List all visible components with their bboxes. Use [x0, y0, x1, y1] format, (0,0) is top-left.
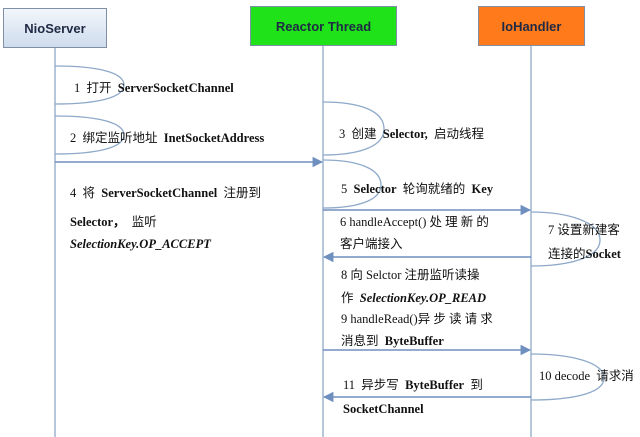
step-7-label-line-1: 7 设置新建客 — [548, 223, 620, 237]
step-4-label-line-2: Selector， 监听 — [70, 215, 157, 229]
step-5-label: 5 Selector 轮询就绪的 Key — [341, 182, 494, 196]
step-3-label: 3 创建 Selector, 启动线程 — [339, 127, 485, 141]
step-9-label-line-2: 消息到 ByteBuffer — [341, 334, 444, 348]
step-8-label-line-2: 作 SelectionKey.OP_READ — [341, 291, 487, 305]
step-6-label-line-2: 客户端接入 — [340, 237, 403, 251]
step-8-label-line-1: 8 向 Selctor 注册监听读操 — [341, 268, 480, 282]
step-6-label-line-1: 6 handleAccept() 处 理 新 的 — [340, 215, 489, 229]
self-loop-step-2 — [54, 115, 125, 155]
step-2-label: 2 绑定监听地址 InetSocketAddress — [70, 131, 265, 145]
nio-server-header: NioServer — [3, 8, 107, 48]
self-loop-step-5 — [322, 159, 382, 209]
step-9-label-line-1: 9 handleRead()异 步 读 请 求 — [341, 312, 493, 326]
reactor-thread-title: Reactor Thread — [275, 18, 372, 34]
self-loop-step-3 — [322, 101, 385, 156]
self-loop-step-1 — [54, 65, 125, 105]
nio-server-title: NioServer — [24, 20, 86, 36]
io-handler-title: IoHandler — [501, 18, 562, 34]
step-1-label: 1 打开 ServerSocketChannel — [74, 81, 234, 95]
step-11-label-line-1: 11 异步写 ByteBuffer 到 — [343, 378, 483, 392]
step-4-label-line-1: 4 将 ServerSocketChannel 注册到 — [70, 186, 261, 200]
io-handler-header: IoHandler — [478, 6, 585, 46]
step-11-label-line-2: SocketChannel — [343, 402, 424, 416]
self-loop-step-10 — [530, 353, 605, 401]
self-loop-step-7 — [530, 211, 601, 267]
reactor-thread-header: Reactor Thread — [250, 6, 397, 46]
step-4-label-line-3: SelectionKey.OP_ACCEPT — [70, 237, 211, 251]
step-7-label-line-2: 连接的Socket — [548, 247, 621, 261]
step-10-label: 10 decode 请求消 — [539, 369, 634, 383]
